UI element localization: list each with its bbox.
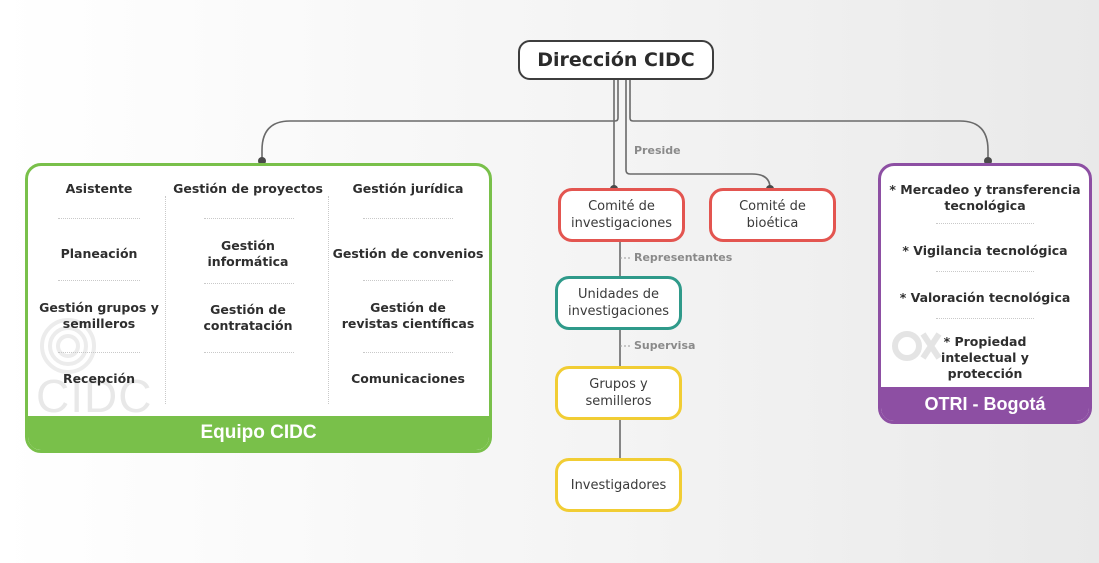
otri-title: OTRI - Bogotá — [924, 393, 1046, 414]
preside-label: Preside — [634, 144, 681, 157]
team-column-3: Gestión jurídica Gestión de convenios Ge… — [332, 166, 484, 410]
otri-item-valoracion: * Valoración tecnológica — [899, 290, 1071, 305]
team-item-gestion-proyectos: Gestión de proyectos — [173, 181, 323, 196]
supervisa-label: Supervisa — [634, 339, 696, 352]
grupos-semilleros-node: Grupos y semilleros — [555, 366, 682, 420]
otri-separator — [936, 271, 1034, 272]
team-item-gestion-juridica: Gestión jurídica — [352, 181, 464, 196]
unidades-investigaciones-label: Unidades de investigaciones — [568, 287, 669, 319]
team-divider-2 — [328, 196, 329, 404]
unidades-investigaciones-node: Unidades de investigaciones — [555, 276, 682, 330]
team-divider-1 — [165, 196, 166, 404]
team-item-gestion-informatica: Gestión informática — [207, 238, 289, 269]
grupos-semilleros-label: Grupos y semilleros — [585, 377, 652, 409]
team-separator — [58, 218, 140, 219]
equipo-cidc-footer: Equipo CIDC — [28, 416, 489, 450]
team-item-gestion-revistas: Gestión de revistas científicas — [341, 300, 475, 331]
otri-item-vigilancia: * Vigilancia tecnológica — [902, 243, 1068, 258]
team-item-planeacion: Planeación — [60, 246, 138, 261]
connector-to-comite-bioetica — [625, 80, 771, 189]
team-separator — [363, 218, 453, 219]
comite-investigaciones-label: Comité de investigaciones — [571, 199, 672, 231]
team-separator — [204, 283, 294, 284]
equipo-cidc-panel: CIDC Asistente Planeación Gestión grupos… — [25, 163, 492, 453]
team-separator — [363, 352, 453, 353]
otri-footer: OTRI - Bogotá — [881, 387, 1089, 421]
direccion-cidc-node: Dirección CIDC — [518, 40, 714, 80]
investigadores-label: Investigadores — [570, 477, 667, 493]
representantes-label: Representantes — [634, 251, 733, 264]
comite-investigaciones-node: Comité de investigaciones — [558, 188, 685, 242]
otri-separator — [936, 318, 1034, 319]
team-column-2: Gestión de proyectos Gestión informática… — [168, 166, 328, 410]
otri-item-propiedad: * Propiedad intelectual y protección — [941, 334, 1029, 381]
direccion-cidc-label: Dirección CIDC — [537, 48, 695, 71]
investigadores-node: Investigadores — [555, 458, 682, 512]
connector-to-otri — [629, 80, 989, 160]
comite-bioetica-label: Comité de bioética — [739, 199, 806, 231]
team-item-gestion-contratacion: Gestión de contratación — [203, 302, 293, 333]
cidc-watermark: CIDC — [36, 370, 153, 422]
team-item-comunicaciones: Comunicaciones — [351, 371, 465, 386]
connector-to-team — [261, 80, 619, 160]
otri-panel: * Mercadeo y transferencia tecnológica *… — [878, 163, 1092, 424]
team-separator — [204, 352, 294, 353]
cidc-logo-icon — [40, 318, 96, 374]
team-separator — [363, 280, 453, 281]
otri-separator — [936, 223, 1034, 224]
otri-logo-icon — [892, 331, 942, 361]
team-item-gestion-grupos: Gestión grupos y semilleros — [39, 300, 159, 331]
team-item-recepcion: Recepción — [62, 371, 136, 386]
team-column-1: Asistente Planeación Gestión grupos y se… — [34, 166, 164, 410]
team-separator — [58, 352, 140, 353]
team-item-gestion-convenios: Gestión de convenios — [332, 246, 484, 261]
comite-bioetica-node: Comité de bioética — [709, 188, 836, 242]
team-separator — [204, 218, 294, 219]
team-item-asistente: Asistente — [65, 181, 133, 196]
equipo-cidc-title: Equipo CIDC — [200, 422, 317, 443]
team-separator — [58, 280, 140, 281]
otri-item-mercadeo: * Mercadeo y transferencia tecnológica — [889, 182, 1081, 213]
